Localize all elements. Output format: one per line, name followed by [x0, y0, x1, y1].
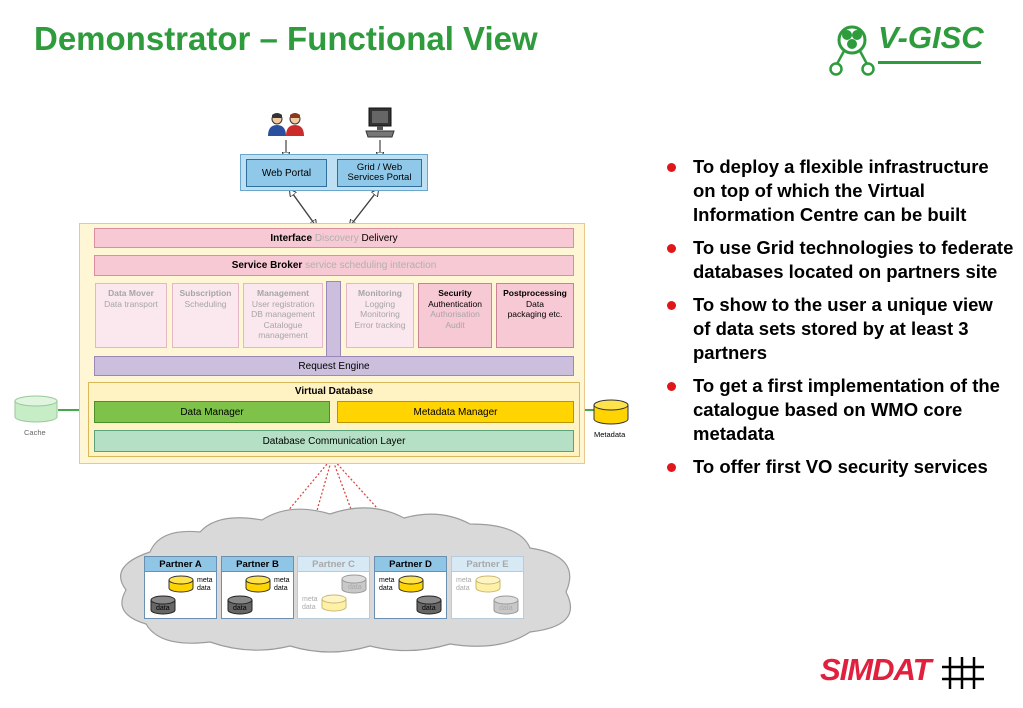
module-title: Postprocessing: [503, 288, 567, 298]
simdat-logo-text: SIMDAT: [820, 652, 932, 687]
database-communication-layer: Database Communication Layer: [94, 430, 574, 452]
data-label: data: [156, 605, 170, 612]
interface-delivery: Delivery: [361, 232, 398, 244]
module-line: Monitoring: [360, 309, 400, 319]
module-line: DB management: [251, 309, 315, 319]
data-manager: Data Manager: [94, 401, 330, 423]
grid-portal-line1: Grid / Web: [356, 162, 403, 173]
grid-web-services-portal: Grid / Web Services Portal: [337, 159, 422, 187]
partner-name: Partner B: [222, 557, 293, 572]
module-title: Monitoring: [358, 288, 402, 298]
data-db-icon: [227, 595, 253, 615]
service-broker-label: Service Broker: [231, 260, 303, 271]
bullet-item: To offer first VO security services: [665, 455, 1015, 479]
partner-name: Partner C: [298, 557, 369, 572]
module-line: packaging etc.: [507, 309, 563, 319]
bullet-item: To use Grid technologies to federate dat…: [665, 236, 1015, 284]
logo-underline: [878, 61, 981, 64]
virtual-database-title: Virtual Database: [294, 385, 374, 397]
page-title: Demonstrator – Functional View: [34, 20, 538, 57]
module-line: Data transport: [104, 298, 158, 309]
module-line: Error tracking: [354, 319, 406, 330]
module-line: management: [258, 330, 308, 340]
module-line: Scheduling: [184, 298, 227, 309]
module-title: Subscription: [179, 288, 232, 298]
vgisc-logo-icon: [829, 25, 875, 76]
cache-label: Cache: [24, 428, 46, 437]
module-line: Audit: [445, 319, 465, 330]
metadata-manager: Metadata Manager: [337, 401, 574, 423]
metadata-label: Metadata: [594, 430, 626, 439]
module-line: Logging: [364, 298, 396, 309]
interface-bar: Interface Discovery Delivery: [94, 228, 574, 248]
data-db-icon: [493, 595, 519, 615]
module-title: Data Mover: [108, 288, 154, 298]
data-db-icon: [341, 574, 367, 594]
module-management: Management User registration DB manageme…: [243, 283, 323, 348]
data-label: data: [233, 605, 247, 612]
module-security: Security Authentication Authorisation Au…: [418, 283, 492, 348]
module-line: Data: [526, 298, 544, 309]
computer-icon: [365, 107, 395, 138]
partner-name: Partner E: [452, 557, 523, 572]
simdat-grid-icon: [942, 657, 984, 689]
module-line: Authentication: [428, 298, 482, 309]
service-broker-subtitle: service scheduling interaction: [305, 260, 437, 271]
metadata-db-icon: [321, 594, 347, 612]
bullet-item: To deploy a flexible infrastructure on t…: [665, 155, 1015, 227]
interface-label: Interface: [270, 232, 313, 244]
metadata-database-icon: [593, 399, 629, 425]
web-portal: Web Portal: [246, 159, 327, 187]
metadata-db-icon: [168, 575, 194, 593]
module-title: Security: [438, 288, 472, 298]
bullet-item: To get a first implementation of the cat…: [665, 374, 1015, 446]
bullet-list: To deploy a flexible infrastructure on t…: [665, 155, 1015, 488]
users-icon: [268, 113, 304, 136]
module-monitoring: Monitoring Logging Monitoring Error trac…: [346, 283, 414, 348]
module-title: Management: [257, 288, 309, 298]
metadata-db-icon: [475, 575, 501, 593]
data-db-icon: [150, 595, 176, 615]
vgisc-logo-text: V-GISC: [878, 20, 984, 55]
cache-database-icon: [14, 395, 58, 423]
grid-portal-line2: Services Portal: [347, 172, 412, 183]
module-line: Catalogue: [263, 319, 303, 330]
module-subscription: Subscription Scheduling: [172, 283, 239, 348]
data-label: data: [348, 584, 362, 591]
interface-discovery: Discovery: [314, 232, 359, 244]
metadata-db-icon: [398, 575, 424, 593]
data-label: data: [499, 605, 513, 612]
bullet-item: To show to the user a unique view of dat…: [665, 293, 1015, 365]
data-db-icon: [416, 595, 442, 615]
module-line: Authorisation: [430, 309, 480, 319]
data-label: data: [422, 605, 436, 612]
metadata-db-icon: [245, 575, 271, 593]
partner-name: Partner A: [145, 557, 216, 572]
module-line: User registration: [251, 298, 315, 309]
request-engine: Request Engine: [94, 356, 574, 376]
service-broker-bar: Service Broker service scheduling intera…: [94, 255, 574, 276]
module-postprocessing: Postprocessing Data packaging etc.: [496, 283, 574, 348]
module-data-mover: Data Mover Data transport: [95, 283, 167, 348]
request-engine-stem: [326, 281, 341, 358]
partner-name: Partner D: [375, 557, 446, 572]
